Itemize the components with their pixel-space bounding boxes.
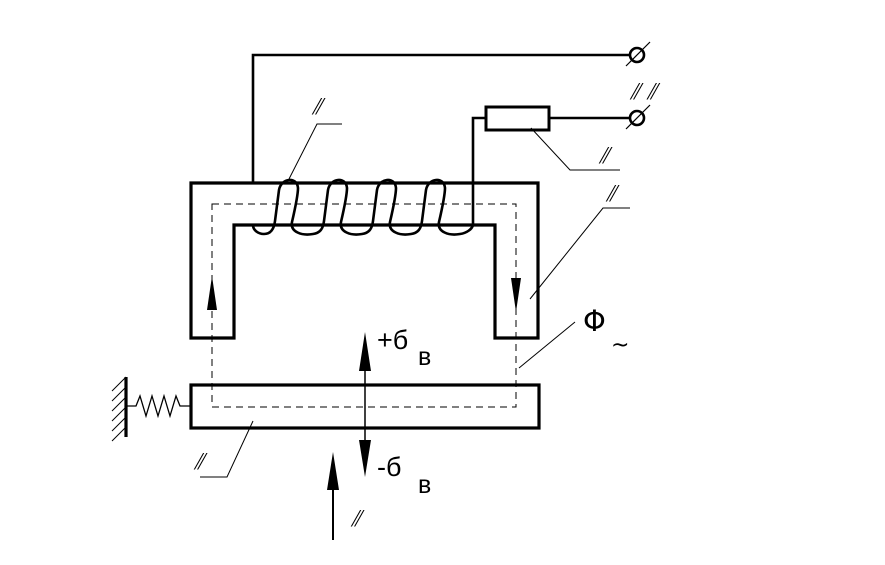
coil xyxy=(251,178,475,236)
lead-wire-top xyxy=(251,53,630,183)
terminal-top xyxy=(625,41,651,67)
gap-plus-subscript: в xyxy=(418,343,431,371)
leader-lines xyxy=(200,123,630,478)
flux-arrow-down xyxy=(511,278,521,312)
terminal-bottom xyxy=(625,104,651,130)
flux-symbol: Φ xyxy=(583,304,606,338)
spring-wall xyxy=(111,376,128,442)
flux-subscript: ~ xyxy=(611,333,629,358)
gap-minus-subscript: в xyxy=(418,471,431,499)
gap-plus-label: +б xyxy=(377,325,408,355)
force-arrow xyxy=(327,452,339,540)
spring xyxy=(126,393,191,419)
gap-minus-label: -б xyxy=(377,452,401,482)
terminal-label: ⫽ ⫽ xyxy=(629,80,661,105)
force-label: ⫽ xyxy=(350,507,365,532)
gap-arrow-up xyxy=(359,332,371,448)
coil-label: ⫽ xyxy=(311,95,326,120)
resistor xyxy=(484,105,551,132)
lead-wire-bottom xyxy=(471,116,630,225)
resistor-label: ⫽ xyxy=(598,144,613,169)
gap-arrow-down xyxy=(359,440,371,477)
armature-label: ⫽ xyxy=(193,450,208,475)
flux-arrow-up xyxy=(207,276,217,310)
magnet-core xyxy=(189,181,540,340)
core-label: ⫽ xyxy=(605,182,620,207)
